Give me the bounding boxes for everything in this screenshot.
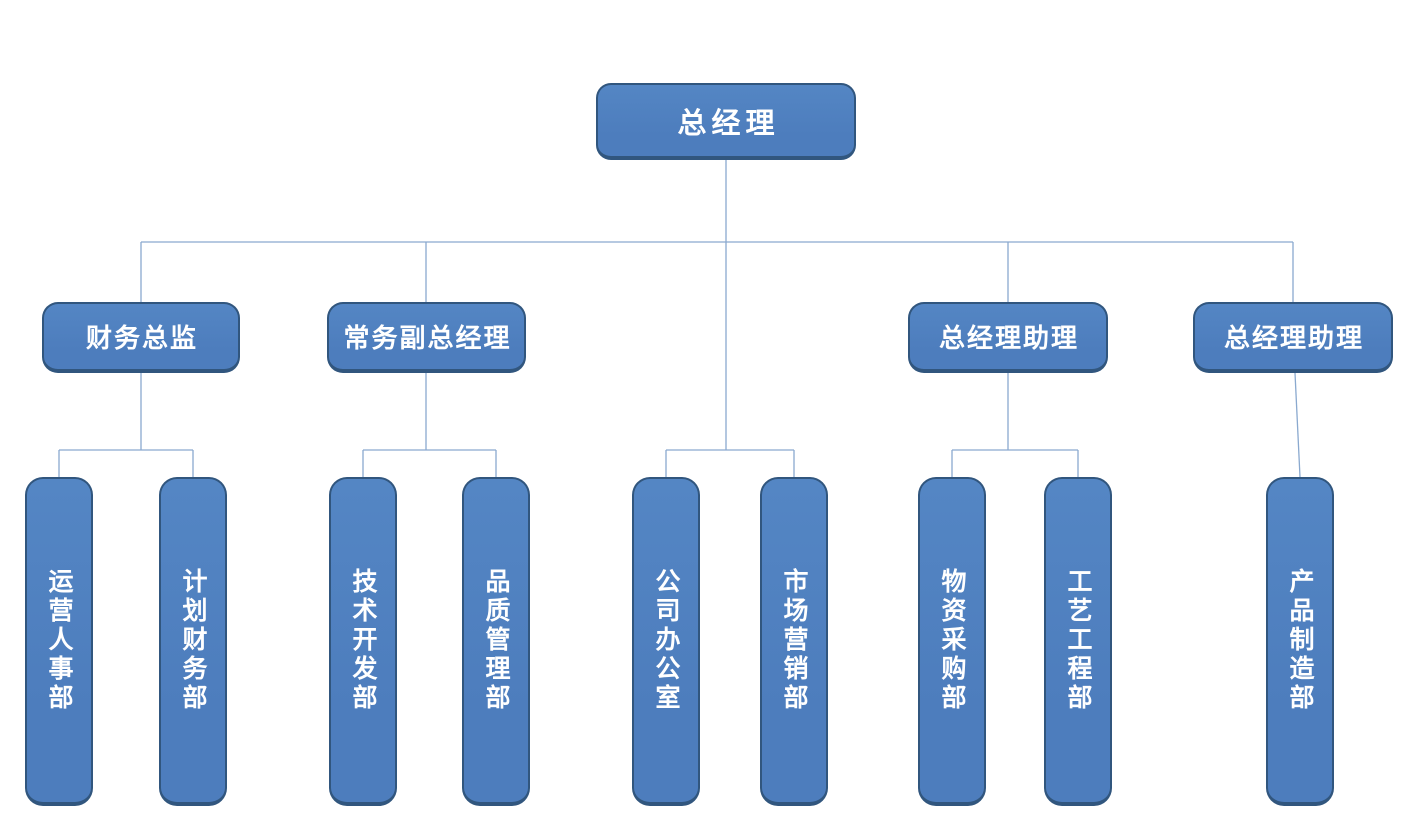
connector bbox=[1294, 372, 1301, 478]
org-node-executive-deputy-gm: 常务副总经理 bbox=[327, 302, 526, 373]
org-node-gm-assistant-2: 总经理助理 bbox=[1193, 302, 1393, 373]
org-node-marketing-dept: 市场营销部 bbox=[760, 477, 828, 806]
org-node-general-manager: 总经理 bbox=[596, 83, 856, 160]
org-node-technology-development-dept: 技术开发部 bbox=[329, 477, 397, 806]
org-node-company-office: 公司办公室 bbox=[632, 477, 700, 806]
org-node-process-engineering-dept: 工艺工程部 bbox=[1044, 477, 1112, 806]
org-node-operations-hr-dept: 运营人事部 bbox=[25, 477, 93, 806]
org-node-quality-management-dept: 品质管理部 bbox=[462, 477, 530, 806]
org-node-material-procurement-dept: 物资采购部 bbox=[918, 477, 986, 806]
org-node-planning-finance-dept: 计划财务部 bbox=[159, 477, 227, 806]
org-node-product-manufacturing-dept: 产品制造部 bbox=[1266, 477, 1334, 806]
org-node-gm-assistant-1: 总经理助理 bbox=[908, 302, 1108, 373]
org-node-finance-director: 财务总监 bbox=[42, 302, 240, 373]
